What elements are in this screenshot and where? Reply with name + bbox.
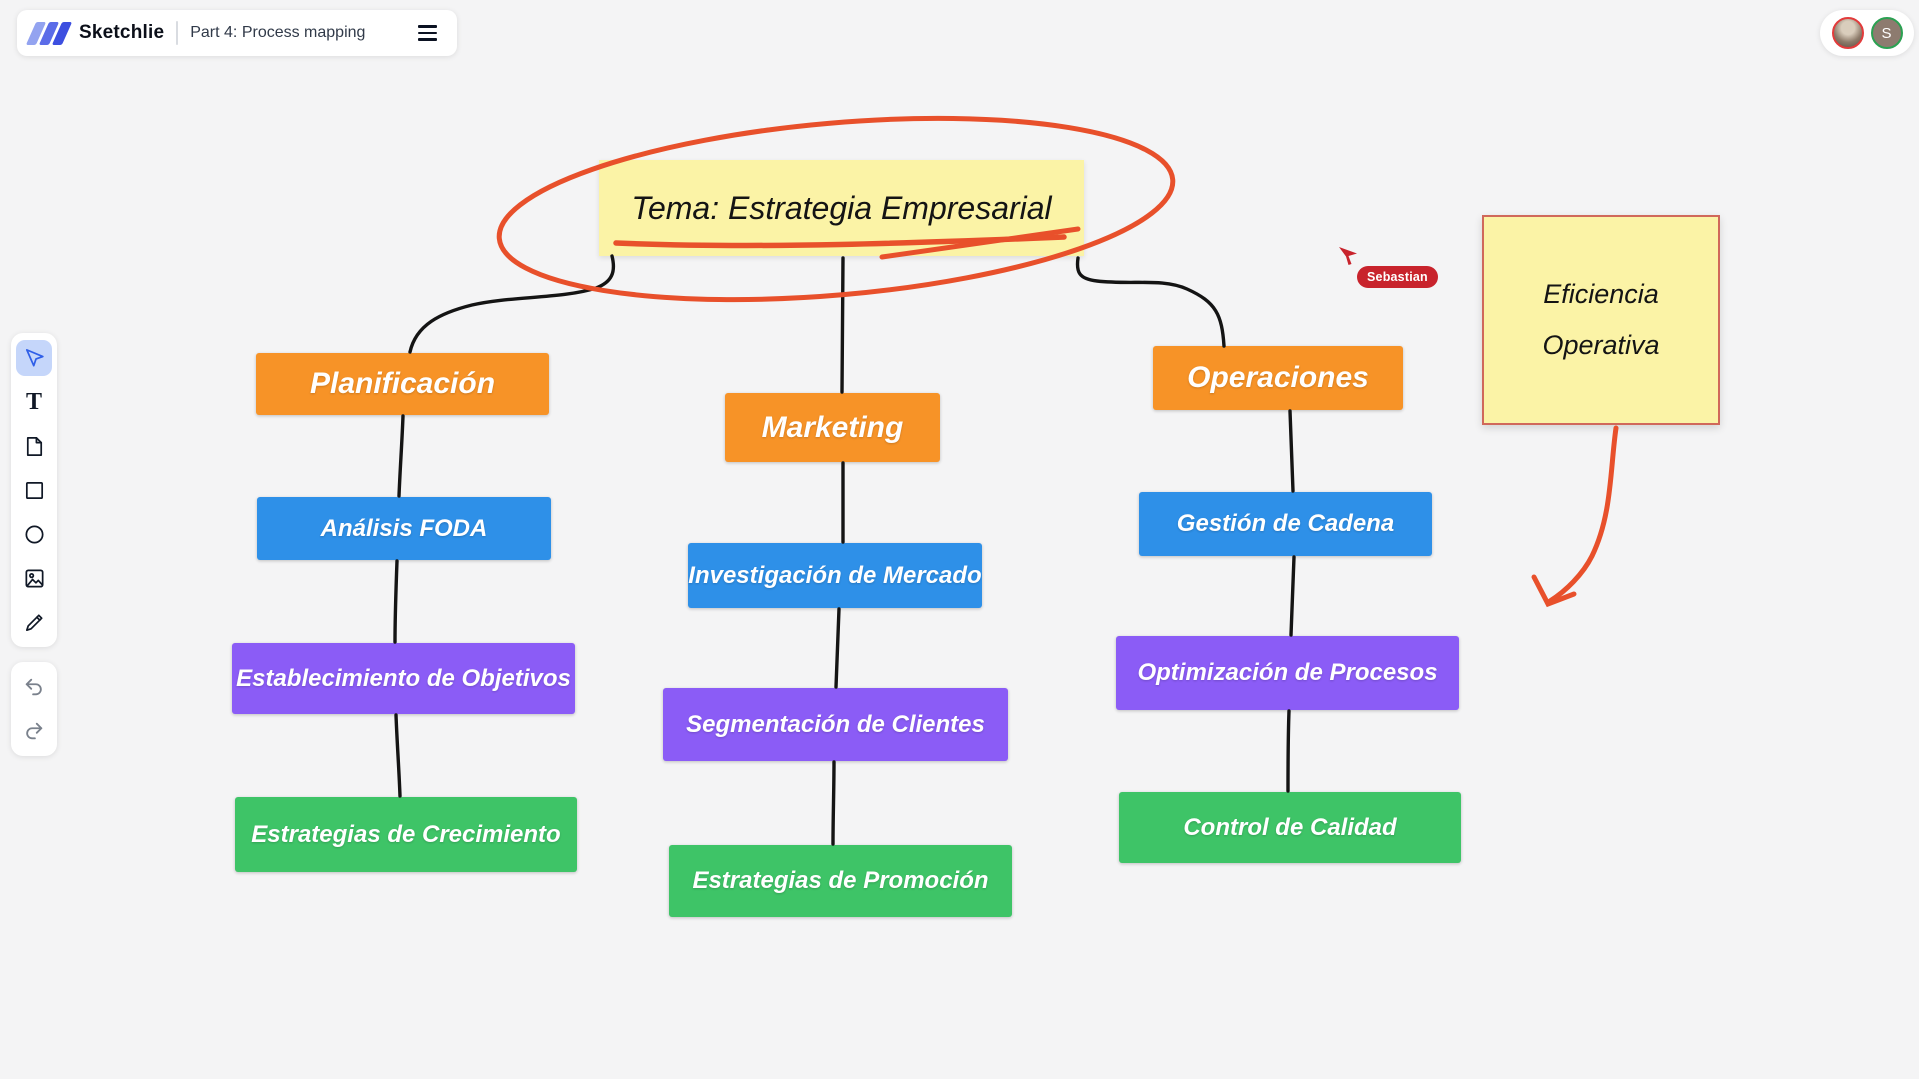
text-icon: T [25, 389, 42, 415]
redo-button[interactable] [16, 716, 52, 746]
connector-c2-2[interactable] [834, 607, 841, 689]
avatar-photo[interactable] [1831, 17, 1864, 49]
side-sticky-note[interactable]: Eficiencia Operativa [1482, 215, 1720, 425]
connector-title-planificacion[interactable] [408, 254, 616, 354]
hamburger-icon [418, 25, 437, 28]
note-tool-button[interactable] [16, 428, 52, 464]
ellipse-tool-button[interactable] [16, 516, 52, 552]
cursor-arrow-icon [25, 348, 44, 367]
connector-c1-2[interactable] [393, 559, 399, 644]
node-operaciones[interactable]: Operaciones [1153, 346, 1403, 410]
note-arrow-annotation[interactable] [1547, 425, 1619, 604]
redo-icon [26, 722, 43, 740]
app-header: Sketchlie Part 4: Process mapping [17, 10, 457, 56]
pencil-icon [25, 613, 43, 631]
connector-title-operaciones[interactable] [1075, 256, 1226, 348]
node-planificacion[interactable]: Planificación [256, 353, 549, 415]
tool-palette: T [11, 333, 57, 647]
connector-c3-3[interactable] [1286, 709, 1291, 793]
node-investigacion-mercado[interactable]: Investigación de Mercado [688, 543, 982, 608]
text-tool-button[interactable]: T [16, 384, 52, 420]
side-note-line1: Eficiencia [1543, 279, 1659, 309]
side-note-line2: Operativa [1542, 330, 1660, 360]
connector-c3-1[interactable] [1288, 409, 1295, 493]
image-tool-button[interactable] [16, 560, 52, 596]
menu-button[interactable] [412, 19, 443, 47]
app-name[interactable]: Sketchlie [79, 22, 165, 43]
connector-title-marketing[interactable] [840, 256, 845, 394]
undo-button[interactable] [16, 672, 52, 702]
node-estrategias-promocion[interactable]: Estrategias de Promoción [669, 845, 1012, 917]
node-estrategias-crecimiento[interactable]: Estrategias de Crecimiento [235, 797, 577, 872]
node-marketing[interactable]: Marketing [725, 393, 940, 462]
note-arrow-head[interactable] [1531, 574, 1577, 608]
undo-icon [25, 678, 42, 696]
rectangle-tool-button[interactable] [16, 472, 52, 508]
node-segmentacion-clientes[interactable]: Segmentación de Clientes [663, 688, 1008, 761]
circle-icon [24, 524, 44, 544]
pencil-tool-button[interactable] [16, 604, 52, 640]
node-establecimiento-objetivos[interactable]: Establecimiento de Objetivos [232, 643, 575, 714]
collaborator-avatars: S [1820, 10, 1914, 56]
connector-c2-3[interactable] [831, 760, 836, 846]
sticky-note-icon [26, 436, 42, 456]
history-palette [11, 662, 57, 756]
remote-cursor-icon [1339, 247, 1357, 265]
select-tool-button[interactable] [16, 340, 52, 376]
sketchlie-logo-icon[interactable] [25, 21, 73, 45]
title-note-text: Tema: Estrategia Empresarial [631, 189, 1052, 226]
connector-c1-1[interactable] [397, 414, 405, 498]
node-control-calidad[interactable]: Control de Calidad [1119, 792, 1461, 863]
avatar-initial[interactable]: S [1870, 17, 1903, 49]
node-optimizacion-procesos[interactable]: Optimización de Procesos [1116, 636, 1459, 710]
header-divider [176, 21, 179, 45]
image-icon [24, 568, 44, 588]
connector-c1-3[interactable] [394, 713, 402, 798]
connector-c3-2[interactable] [1289, 555, 1296, 637]
title-sticky-note[interactable]: Tema: Estrategia Empresarial [599, 160, 1084, 256]
rectangle-icon [25, 481, 43, 499]
board-title[interactable]: Part 4: Process mapping [190, 24, 366, 41]
node-gestion-cadena[interactable]: Gestión de Cadena [1139, 492, 1432, 556]
remote-cursor-label: Sebastian [1357, 266, 1438, 288]
node-analisis-foda[interactable]: Análisis FODA [257, 497, 551, 560]
